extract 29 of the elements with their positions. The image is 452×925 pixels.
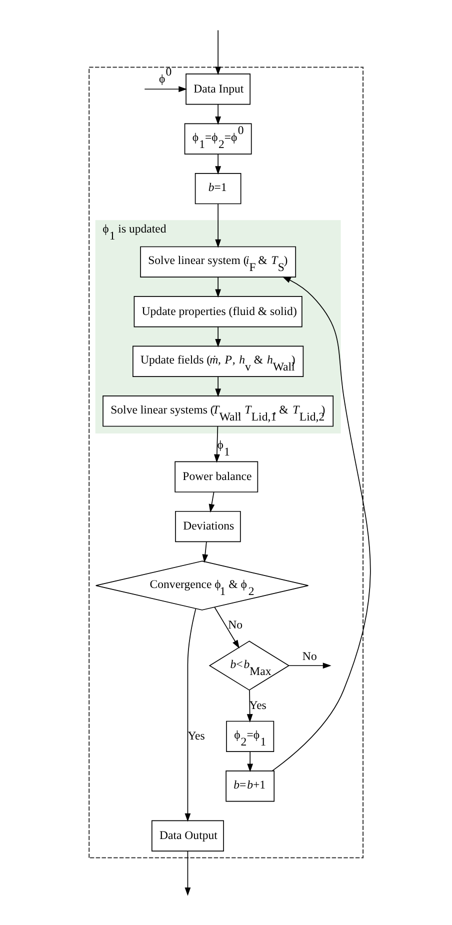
arrow xyxy=(214,426,220,463)
node-box: Data Output xyxy=(150,820,224,852)
node-box: Update properties (fluid & solid) xyxy=(133,296,302,328)
arrow xyxy=(184,850,190,896)
node-box: b=b+1 xyxy=(225,770,274,802)
arrow xyxy=(288,662,331,669)
arrow xyxy=(184,608,196,822)
arrow xyxy=(214,276,221,298)
node-box: b=1 xyxy=(194,172,241,204)
edge-label: Yes xyxy=(248,698,266,712)
arrow xyxy=(202,541,208,563)
edge-label: Yes xyxy=(187,728,204,743)
edge-label: No xyxy=(302,648,316,663)
node-box: Deviations xyxy=(174,510,240,542)
arrow xyxy=(214,606,239,649)
arrow xyxy=(214,204,221,248)
arrow xyxy=(208,492,214,513)
arrow xyxy=(246,690,252,723)
arrow xyxy=(214,376,221,398)
arrow xyxy=(214,154,221,175)
edge-label: No xyxy=(228,618,242,632)
arrow xyxy=(144,86,187,92)
arrow xyxy=(214,104,221,125)
node-box: Power balance xyxy=(174,461,258,492)
node-box: Data Input xyxy=(185,74,250,105)
arrow xyxy=(214,326,221,348)
arrow xyxy=(271,276,370,772)
arrow xyxy=(214,30,221,76)
arrow xyxy=(246,751,253,772)
